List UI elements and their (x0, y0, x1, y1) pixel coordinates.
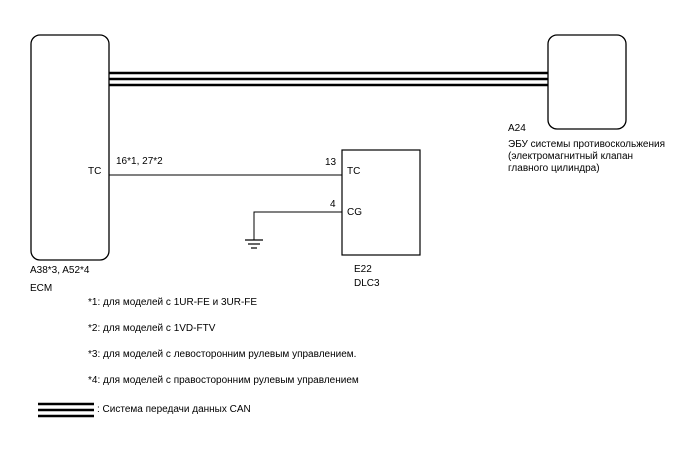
ecm-name-label: ECM (30, 283, 53, 294)
abs-ecu-name-label: ЭБУ системы противоскольжения (электрома… (508, 139, 666, 174)
note-4: *4: для моделей с правосторонним рулевым… (88, 375, 359, 386)
ecm-pin-tc-label: TC (88, 166, 102, 177)
abs-ecu-connector-label: A24 (508, 123, 526, 134)
ecm-pin-numbers: 16*1, 27*2 (116, 156, 163, 167)
can-legend-icon (38, 402, 94, 418)
ecm-box (30, 34, 110, 261)
dlc3-box (341, 149, 421, 256)
note-2: *2: для моделей с 1VD-FTV (88, 323, 216, 334)
note-1: *1: для моделей с 1UR-FE и 3UR-FE (88, 297, 258, 308)
ground-icon (245, 239, 263, 249)
can-legend-label: : Система передачи данных CAN (97, 404, 251, 415)
note-3: *3: для моделей с левосторонним рулевым … (88, 349, 357, 360)
dlc3-pin-tc-number: 13 (325, 157, 337, 168)
dlc3-connector-label: E22 (354, 264, 372, 275)
can-bus-line (109, 71, 548, 87)
ecm-connector-label: A38*3, A52*4 (30, 265, 90, 276)
dlc3-pin-cg-label: CG (347, 207, 362, 218)
dlc3-pin-cg-number: 4 (330, 199, 336, 210)
abs-ecu-box (547, 34, 627, 130)
cg-wire (253, 211, 342, 240)
dlc3-pin-tc-label: TC (347, 166, 361, 177)
dlc3-name-label: DLC3 (354, 278, 380, 289)
